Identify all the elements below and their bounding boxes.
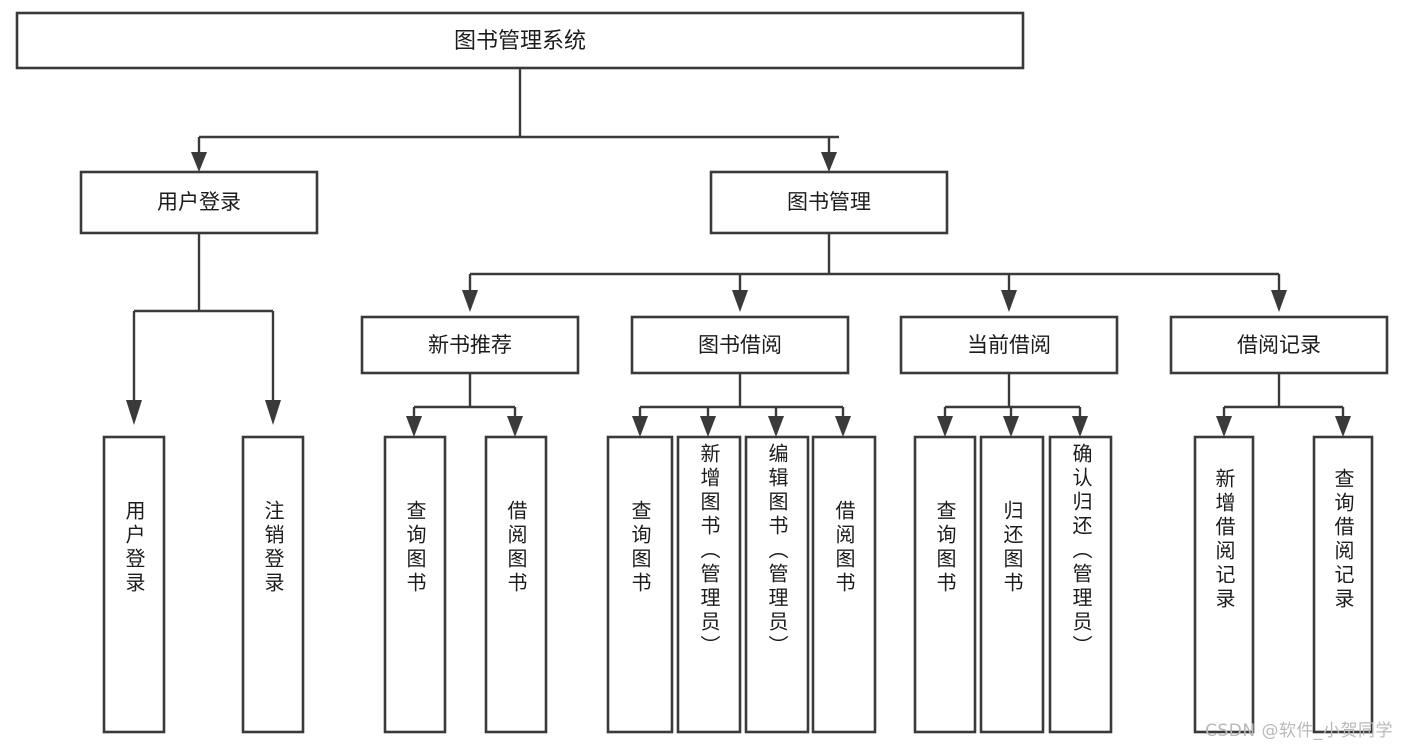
leaf-box-cb-return-book[interactable] [979,435,1045,734]
borrow-record-box[interactable] [1169,315,1389,375]
node-book-manage[interactable]: 图书管理 [709,170,949,235]
new-book-rec-box[interactable] [360,315,580,375]
leaf-box-bb-edit-book[interactable] [744,435,810,734]
leaf-box-nbr-query-book[interactable] [383,435,447,734]
user-login-label: 用户登录 [157,190,241,214]
new-book-rec-label: 新书推荐 [428,333,512,357]
arrowhead-leaf-cb-3 [1072,416,1088,437]
node-borrow-record[interactable]: 借阅记录 [1169,315,1389,375]
root-box[interactable] [15,11,1025,70]
leaf-box-br-query-record[interactable] [1312,435,1374,734]
leaf-box-bb-borrow-book[interactable] [811,435,877,734]
node-user-login[interactable]: 用户登录 [79,170,319,235]
arrowhead-leaf-bb-4 [835,416,851,437]
arrowhead-leaf-user-login [126,400,142,425]
connector-new-book-rec-to-leaves [406,373,523,437]
leaf-box-br-add-record[interactable] [1193,435,1255,734]
book-manage-label: 图书管理 [787,190,871,214]
node-root[interactable]: 图书管理系统 [15,11,1025,70]
arrowhead-leaf-br-2 [1335,416,1351,437]
leaf-box-bb-query-book[interactable] [606,435,674,734]
arrowhead-leaf-cb-1 [937,416,953,437]
node-book-borrow[interactable]: 图书借阅 [630,315,850,375]
arrowhead-to-borrow-record [1271,290,1287,312]
arrowhead-to-new-book-rec [462,290,478,312]
arrowhead-leaf-cb-2 [1003,416,1019,437]
connector-root-to-level2 [191,68,839,172]
leaf-box-nbr-borrow-book[interactable] [484,435,548,734]
connector-book-borrow-to-leaves [632,373,851,437]
node-new-book-rec[interactable]: 新书推荐 [360,315,580,375]
borrow-record-label: 借阅记录 [1237,333,1321,357]
leaf-box-cb-query-book[interactable] [913,435,977,734]
current-borrow-box[interactable] [899,315,1119,375]
arrowhead-leaf-nbr-2 [507,416,523,437]
leaf-box-bb-add-book[interactable] [676,435,742,734]
node-current-borrow[interactable]: 当前借阅 [899,315,1119,375]
arrowhead-leaf-logout [265,400,281,425]
arrowhead-to-user-login [191,152,207,172]
arrowhead-leaf-br-1 [1216,416,1232,437]
leaf-box-logout[interactable] [241,435,305,734]
arrowhead-to-current-borrow [1001,290,1017,312]
arrowhead-leaf-bb-2 [700,416,716,437]
current-borrow-label: 当前借阅 [967,333,1051,357]
leaf-box-user-login[interactable] [102,435,166,734]
arrowhead-leaf-bb-3 [768,416,784,437]
csdn-watermark: CSDN @软件_小贺同学 [1205,721,1393,741]
arrowhead-leaf-bb-1 [632,416,648,437]
connector-current-borrow-to-leaves [937,373,1088,437]
root-label: 图书管理系统 [454,29,586,54]
leaf-box-cb-confirm-return[interactable] [1048,435,1113,734]
book-borrow-label: 图书借阅 [698,333,782,357]
connector-user-login-to-leaves [126,233,281,425]
arrowhead-leaf-nbr-1 [406,416,422,437]
arrowhead-to-book-borrow [732,290,748,312]
arrowhead-to-book-manage [821,152,837,172]
connector-book-manage-to-level3 [462,233,1287,312]
connector-borrow-record-to-leaves [1216,373,1351,437]
book-manage-box[interactable] [709,170,949,235]
book-borrow-box[interactable] [630,315,850,375]
